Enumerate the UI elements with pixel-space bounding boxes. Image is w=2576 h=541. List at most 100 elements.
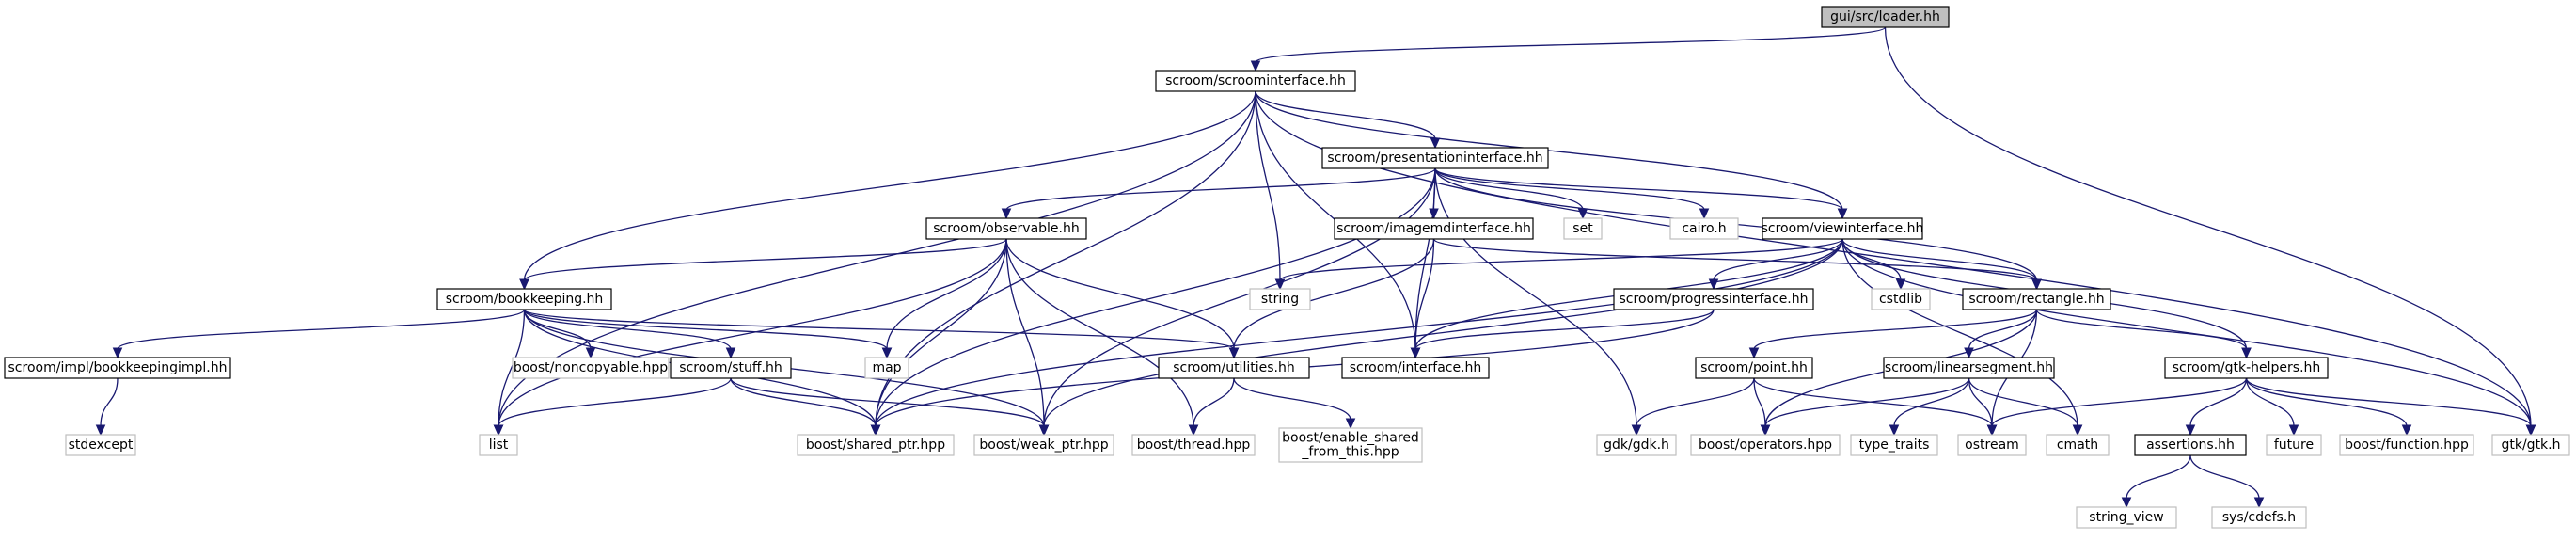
node-label: gdk/gdk.h bbox=[1604, 438, 1669, 453]
edge-observable-to-sharedptr bbox=[870, 238, 1007, 437]
edge-viewinterface-to-weakptr bbox=[1038, 238, 1843, 437]
node-label: _from_this.hpp bbox=[1301, 445, 1399, 460]
node-label: cairo.h bbox=[1682, 221, 1726, 236]
node-stdexcept: stdexcept bbox=[65, 434, 136, 456]
node-box bbox=[925, 217, 1087, 240]
node-cstdlib: cstdlib bbox=[1871, 288, 1931, 310]
edge-bookkeeping-to-stuff bbox=[523, 309, 736, 359]
node-box bbox=[1669, 217, 1739, 240]
node-imagemdinterface[interactable]: scroom/imagemdinterface.hh bbox=[1334, 217, 1534, 240]
node-assertions[interactable]: assertions.hh bbox=[2134, 434, 2247, 456]
edge-scroominterface-to-gtk bbox=[1255, 90, 2536, 437]
edge-progressinterface-to-interface bbox=[1410, 309, 1715, 359]
edge-presentationinterface-to-weakptr bbox=[1038, 167, 1436, 437]
edge-utilities-to-thread bbox=[1188, 377, 1235, 437]
node-observable[interactable]: scroom/observable.hh bbox=[925, 217, 1087, 240]
edge-rectangle-to-point bbox=[1748, 309, 2038, 359]
node-box bbox=[436, 288, 612, 310]
node-box bbox=[1321, 147, 1549, 169]
node-box bbox=[2076, 506, 2177, 529]
node-box bbox=[1613, 288, 1814, 310]
edge-observable-to-weakptr bbox=[1005, 238, 1050, 437]
node-gtkhelpers[interactable]: scroom/gtk-helpers.hh bbox=[2164, 357, 2329, 379]
node-set: set bbox=[1563, 217, 1603, 240]
node-box bbox=[1850, 434, 1938, 456]
node-label: list bbox=[489, 438, 509, 453]
node-box bbox=[2164, 357, 2329, 379]
node-box bbox=[2491, 434, 2570, 456]
node-label: scroom/scroominterface.hh bbox=[1165, 73, 1346, 88]
edge-scroominterface-to-bookkeeping bbox=[519, 90, 1256, 291]
node-progressinterface[interactable]: scroom/progressinterface.hh bbox=[1613, 288, 1814, 310]
node-presentationinterface[interactable]: scroom/presentationinterface.hh bbox=[1321, 147, 1549, 169]
node-box bbox=[1155, 70, 1356, 92]
edge-point-to-gdk bbox=[1631, 377, 1755, 437]
node-enableshared: boost/enable_shared_from_this.hpp bbox=[1278, 427, 1423, 463]
node-label: boost/function.hpp bbox=[2345, 438, 2469, 453]
edge-assertions-to-stringview bbox=[2121, 454, 2191, 509]
node-label: scroom/gtk-helpers.hh bbox=[2173, 360, 2321, 375]
node-label: scroom/viewinterface.hh bbox=[1762, 221, 1924, 236]
node-operators: boost/operators.hpp bbox=[1690, 434, 1841, 456]
node-future: future bbox=[2266, 434, 2322, 456]
edge-observable-to-bookkeeping bbox=[519, 238, 1007, 291]
node-rectangle[interactable]: scroom/rectangle.hh bbox=[1962, 288, 2111, 310]
node-label: cstdlib bbox=[1879, 292, 1922, 307]
edge-gtkhelpers-to-function bbox=[2245, 377, 2412, 437]
node-box bbox=[1690, 434, 1841, 456]
node-point[interactable]: scroom/point.hh bbox=[1695, 357, 1813, 379]
node-label: stdexcept bbox=[69, 438, 134, 453]
node-box bbox=[1158, 357, 1310, 379]
edge-stuff-to-sharedptr bbox=[730, 377, 881, 437]
node-box bbox=[1341, 357, 1490, 379]
node-box bbox=[2266, 434, 2322, 456]
node-box bbox=[2211, 506, 2307, 529]
node-label: boost/noncopyable.hpp bbox=[514, 360, 668, 375]
node-cdefs: sys/cdefs.h bbox=[2211, 506, 2307, 529]
edge-stuff-to-weakptr bbox=[730, 377, 1050, 437]
edge-bookkeepingimpl-to-stdexcept bbox=[95, 377, 119, 437]
edge-gtkhelpers-to-assertions bbox=[2185, 377, 2248, 437]
node-label: boost/shared_ptr.hpp bbox=[806, 438, 945, 453]
node-bookkeeping[interactable]: scroom/bookkeeping.hh bbox=[436, 288, 612, 310]
node-label: future bbox=[2274, 438, 2314, 453]
node-box bbox=[1871, 288, 1931, 310]
node-label: sys/cdefs.h bbox=[2222, 510, 2296, 525]
node-box bbox=[1695, 357, 1813, 379]
node-linearsegment[interactable]: scroom/linearsegment.hh bbox=[1883, 357, 2055, 379]
edge-presentationinterface-to-viewinterface bbox=[1434, 167, 1848, 220]
node-utilities[interactable]: scroom/utilities.hh bbox=[1158, 357, 1310, 379]
edge-linearsegment-to-operators bbox=[1760, 377, 1970, 437]
node-box bbox=[1334, 217, 1534, 240]
node-ostream: ostream bbox=[1957, 434, 2027, 456]
node-label: scroom/progressinterface.hh bbox=[1620, 292, 1809, 307]
node-label: string_view bbox=[2089, 510, 2163, 525]
node-box bbox=[1962, 288, 2111, 310]
node-box bbox=[1249, 288, 1311, 310]
edge-loader-to-scroominterface bbox=[1250, 26, 1887, 72]
node-box bbox=[1957, 434, 2027, 456]
node-box bbox=[1883, 357, 2055, 379]
node-thread: boost/thread.hpp bbox=[1131, 434, 1256, 456]
node-box bbox=[670, 357, 792, 379]
node-string: string bbox=[1249, 288, 1311, 310]
node-stuff[interactable]: scroom/stuff.hh bbox=[670, 357, 792, 379]
node-interface[interactable]: scroom/interface.hh bbox=[1341, 357, 1490, 379]
edge-gtkhelpers-to-gtk bbox=[2245, 377, 2536, 437]
node-scroominterface[interactable]: scroom/scroominterface.hh bbox=[1155, 70, 1356, 92]
edge-stuff-to-list bbox=[493, 377, 732, 437]
node-typetraits: type_traits bbox=[1850, 434, 1938, 456]
edge-presentationinterface-to-sharedptr bbox=[870, 167, 1436, 437]
node-cairo: cairo.h bbox=[1669, 217, 1739, 240]
node-bookkeepingimpl[interactable]: scroom/impl/bookkeepingimpl.hh bbox=[4, 357, 231, 379]
node-loader[interactable]: gui/src/loader.hh bbox=[1821, 6, 1950, 28]
node-label: set bbox=[1572, 221, 1593, 236]
node-weakptr: boost/weak_ptr.hpp bbox=[973, 434, 1114, 456]
node-viewinterface[interactable]: scroom/viewinterface.hh bbox=[1762, 217, 1924, 240]
edge-gtkhelpers-to-future bbox=[2245, 377, 2299, 437]
node-box bbox=[973, 434, 1114, 456]
node-label: scroom/presentationinterface.hh bbox=[1327, 151, 1542, 166]
node-label: boost/operators.hpp bbox=[1699, 438, 1832, 453]
node-label: boost/thread.hpp bbox=[1137, 438, 1251, 453]
